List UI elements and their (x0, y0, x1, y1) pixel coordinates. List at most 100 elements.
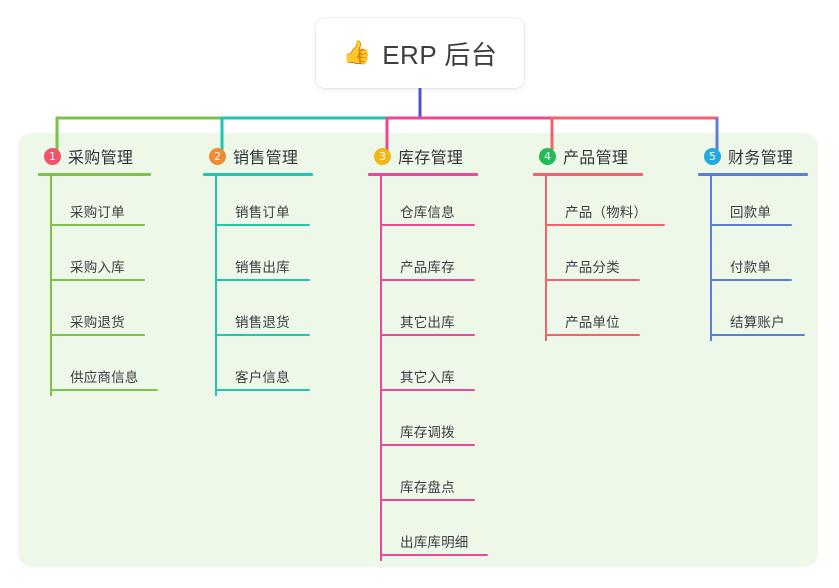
leaf-item-label: 采购退货 (70, 315, 125, 330)
leaf-item-underline (380, 499, 475, 501)
branches-panel (18, 133, 818, 567)
leaf-item-label: 库存调拨 (400, 425, 455, 440)
leaf-item[interactable]: 其它入库 (368, 341, 478, 396)
branch-items: 产品（物料） 产品分类产品单位 (533, 176, 665, 341)
branch-underline (698, 173, 808, 176)
branch-header-3[interactable]: 3 库存管理 (368, 143, 478, 169)
root-node[interactable]: 👍 ERP 后台 (316, 18, 524, 88)
leaf-item-label: 销售退货 (235, 315, 290, 330)
leaf-item-underline (380, 334, 475, 336)
leaf-item[interactable]: 出库库明细 (368, 506, 488, 561)
branch-title: 库存管理 (398, 150, 464, 167)
branch-spine (50, 176, 52, 396)
branch-spine (710, 176, 712, 341)
leaf-item-underline (215, 279, 310, 281)
leaf-item-label: 采购订单 (70, 205, 125, 220)
branch-column-5: 5 财务管理回款单付款单结算账户 (698, 143, 808, 341)
leaf-item-underline (215, 389, 310, 391)
leaf-item-underline (710, 224, 792, 226)
branch-number-badge: 5 (704, 147, 721, 165)
leaf-item-underline (380, 279, 475, 281)
branch-spine (380, 176, 382, 561)
branch-number-badge: 1 (44, 147, 61, 165)
leaf-item-underline (545, 279, 640, 281)
leaf-item-label: 产品分类 (565, 260, 620, 275)
leaf-item-label: 出库库明细 (400, 535, 469, 550)
branch-title: 采购管理 (68, 150, 134, 167)
branch-items: 采购订单采购入库采购退货供应商信息 (38, 176, 158, 396)
branch-column-1: 1 采购管理采购订单采购入库采购退货供应商信息 (38, 143, 158, 396)
leaf-item[interactable]: 产品（物料） (533, 176, 665, 231)
leaf-item-underline (710, 279, 792, 281)
branch-number-badge: 4 (539, 147, 556, 165)
leaf-item-label: 产品（物料） (565, 205, 648, 220)
leaf-item-label: 回款单 (730, 205, 772, 220)
leaf-item[interactable]: 付款单 (698, 231, 808, 286)
leaf-item[interactable]: 产品分类 (533, 231, 643, 286)
leaf-item-label: 产品单位 (565, 315, 620, 330)
leaf-item[interactable]: 销售订单 (203, 176, 313, 231)
branch-title: 产品管理 (563, 150, 629, 167)
branch-column-3: 3 库存管理仓库信息产品库存其它出库其它入库库存调拨库存盘点出库库明细 (368, 143, 488, 561)
branch-items: 仓库信息产品库存其它出库其它入库库存调拨库存盘点出库库明细 (368, 176, 488, 561)
branch-column-4: 4 产品管理产品（物料） 产品分类产品单位 (533, 143, 665, 341)
branch-title: 财务管理 (728, 150, 794, 167)
leaf-item-underline (380, 224, 475, 226)
leaf-item[interactable]: 采购退货 (38, 286, 151, 341)
leaf-item-underline (215, 334, 310, 336)
branch-header-5[interactable]: 5 财务管理 (698, 143, 808, 169)
branch-spine (545, 176, 547, 341)
leaf-item-label: 供应商信息 (70, 370, 139, 385)
leaf-item[interactable]: 客户信息 (203, 341, 313, 396)
leaf-item-label: 采购入库 (70, 260, 125, 275)
leaf-item-label: 产品库存 (400, 260, 455, 275)
leaf-item-underline (50, 389, 158, 391)
branch-header-4[interactable]: 4 产品管理 (533, 143, 643, 169)
leaf-item-label: 其它出库 (400, 315, 455, 330)
branch-items: 销售订单销售出库销售退货客户信息 (203, 176, 313, 396)
leaf-item-underline (545, 334, 640, 336)
leaf-item[interactable]: 销售退货 (203, 286, 313, 341)
branch-number-badge: 3 (374, 147, 391, 165)
branch-underline (368, 173, 478, 176)
branch-underline (38, 173, 151, 176)
leaf-item-label: 仓库信息 (400, 205, 455, 220)
leaf-item-label: 销售出库 (235, 260, 290, 275)
leaf-item[interactable]: 其它出库 (368, 286, 478, 341)
leaf-item-underline (50, 279, 145, 281)
leaf-item-underline (50, 334, 145, 336)
leaf-item[interactable]: 采购订单 (38, 176, 151, 231)
leaf-item[interactable]: 产品单位 (533, 286, 643, 341)
leaf-item[interactable]: 结算账户 (698, 286, 808, 341)
leaf-item-underline (545, 224, 665, 226)
leaf-item-label: 销售订单 (235, 205, 290, 220)
branch-underline (533, 173, 643, 176)
leaf-item[interactable]: 销售出库 (203, 231, 313, 286)
branch-spine (215, 176, 217, 396)
leaf-item[interactable]: 采购入库 (38, 231, 151, 286)
branch-items: 回款单付款单结算账户 (698, 176, 808, 341)
leaf-item-underline (215, 224, 310, 226)
leaf-item-underline (380, 554, 488, 556)
root-node-content: 👍 ERP 后台 (343, 35, 498, 72)
leaf-item[interactable]: 库存盘点 (368, 451, 478, 506)
leaf-item[interactable]: 供应商信息 (38, 341, 158, 396)
leaf-item-underline (380, 444, 475, 446)
branch-header-1[interactable]: 1 采购管理 (38, 143, 151, 169)
leaf-item-label: 客户信息 (235, 370, 290, 385)
branch-number-badge: 2 (209, 147, 226, 165)
leaf-item[interactable]: 回款单 (698, 176, 808, 231)
leaf-item-label: 其它入库 (400, 370, 455, 385)
leaf-item[interactable]: 库存调拨 (368, 396, 478, 451)
leaf-item-underline (710, 334, 805, 336)
leaf-item-label: 付款单 (730, 260, 772, 275)
leaf-item-label: 结算账户 (730, 315, 785, 330)
thumbs-up-icon: 👍 (342, 39, 372, 66)
branch-underline (203, 173, 313, 176)
leaf-item[interactable]: 仓库信息 (368, 176, 478, 231)
leaf-item-label: 库存盘点 (400, 480, 455, 495)
leaf-item[interactable]: 产品库存 (368, 231, 478, 286)
